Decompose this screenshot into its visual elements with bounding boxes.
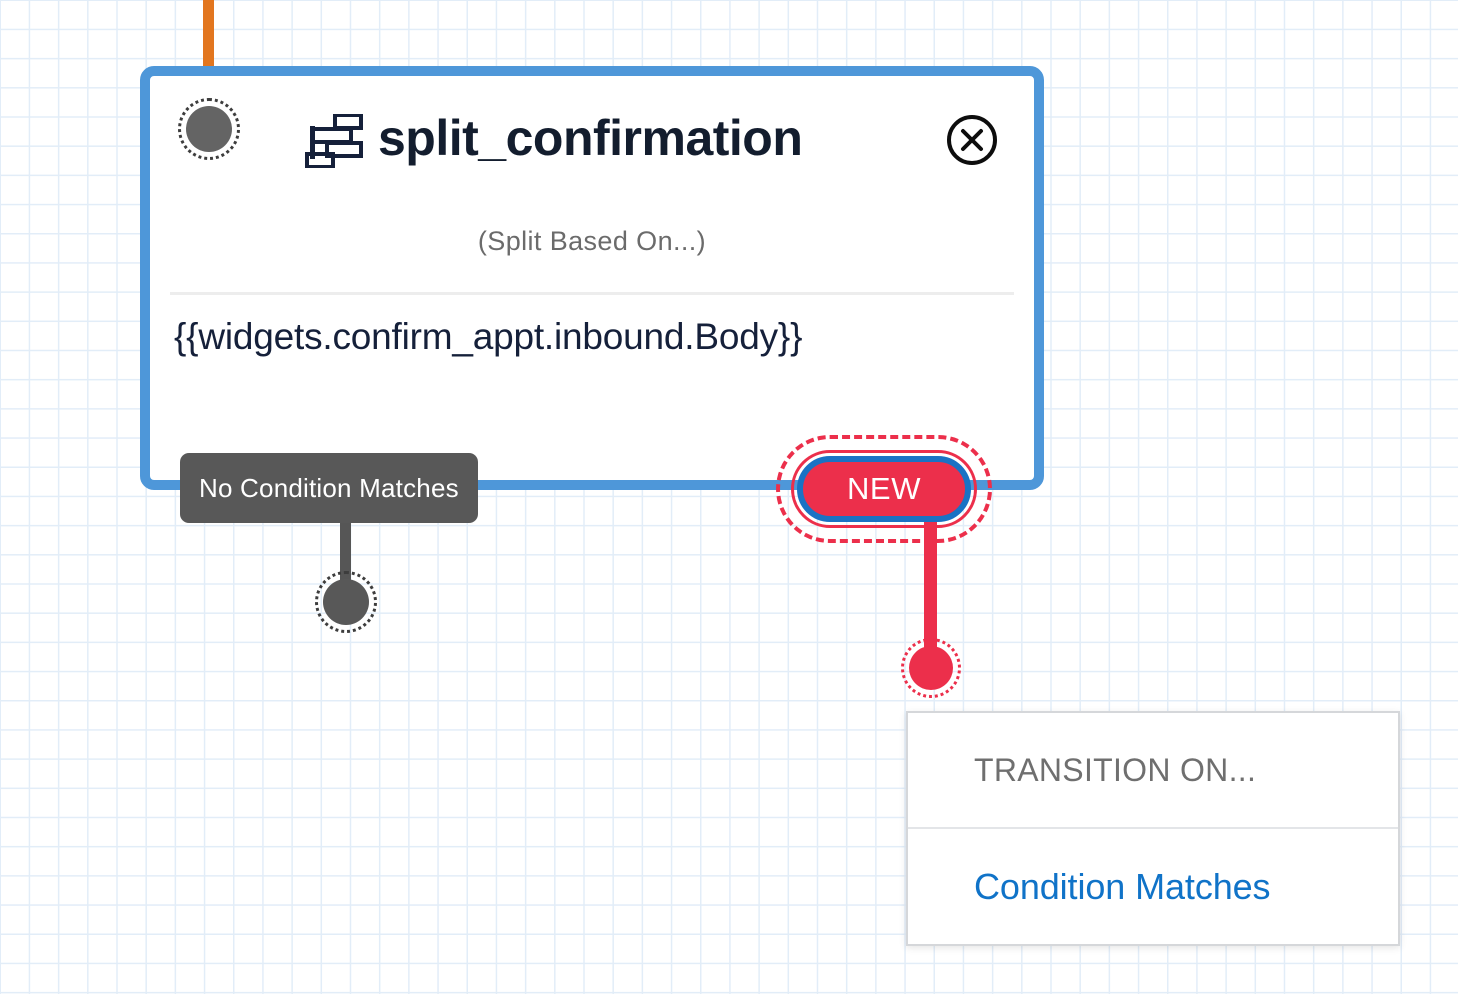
split-branch-icon bbox=[305, 113, 363, 169]
split-widget-header: split_confirmation bbox=[150, 76, 1034, 200]
transition-panel-header-label: TRANSITION ON... bbox=[974, 751, 1257, 788]
branch-no-condition-label: No Condition Matches bbox=[199, 472, 459, 503]
page-title: split_confirmation bbox=[378, 110, 803, 166]
new-branch-wire bbox=[924, 512, 937, 660]
no-condition-connector-ring bbox=[315, 571, 377, 633]
transition-option-condition-matches[interactable]: Condition Matches bbox=[908, 829, 1398, 944]
no-condition-connector-dot[interactable] bbox=[315, 571, 377, 633]
split-expression-value: {{widgets.confirm_appt.inbound.Body}} bbox=[174, 316, 803, 357]
new-branch-connector-ring bbox=[901, 638, 961, 698]
input-connector-ring bbox=[178, 98, 240, 160]
branch-no-condition-matches[interactable]: No Condition Matches bbox=[180, 453, 478, 523]
new-branch-connector-core bbox=[909, 646, 953, 690]
new-branch-connector-dot[interactable] bbox=[901, 638, 961, 698]
orange-incoming-wire bbox=[203, 0, 214, 74]
input-connector-dot[interactable] bbox=[178, 98, 240, 160]
new-branch-selection-outline: NEW bbox=[776, 435, 992, 543]
branch-new-button[interactable]: NEW bbox=[797, 456, 971, 522]
split-widget-card[interactable]: split_confirmation (Split Based On...) {… bbox=[140, 66, 1044, 490]
close-icon[interactable] bbox=[946, 114, 998, 166]
transition-panel-header: TRANSITION ON... bbox=[908, 713, 1398, 829]
input-connector-core bbox=[186, 106, 232, 152]
transition-dropdown-panel[interactable]: TRANSITION ON... Condition Matches bbox=[906, 711, 1400, 946]
no-condition-connector-core bbox=[323, 579, 369, 625]
widget-subtitle: (Split Based On...) bbox=[477, 226, 707, 256]
card-divider bbox=[170, 292, 1014, 295]
branch-new-label: NEW bbox=[846, 471, 922, 506]
transition-option-label: Condition Matches bbox=[974, 865, 1271, 907]
split-widget-body: split_confirmation (Split Based On...) {… bbox=[150, 76, 1034, 480]
no-condition-wire bbox=[340, 500, 351, 600]
new-branch-focus-ring bbox=[791, 450, 977, 528]
